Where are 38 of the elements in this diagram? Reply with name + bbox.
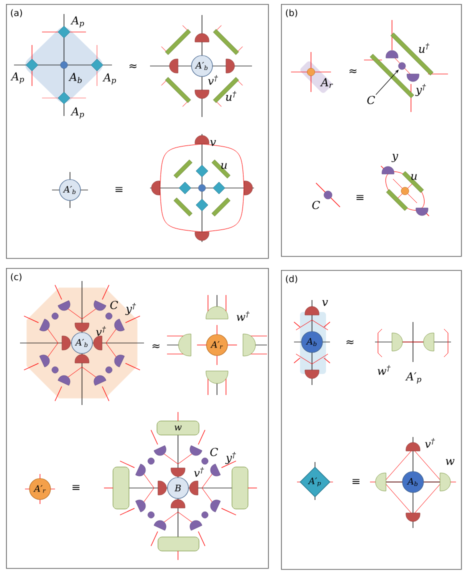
tensor-label: v$^{†}$ [208, 75, 218, 85]
tensor-label: v$^{†}$ [194, 467, 204, 477]
tensor-dot [398, 62, 406, 70]
tensor-label: y$^{†}$ [225, 452, 236, 464]
tensor-label: u [411, 174, 417, 180]
tensor-label: ≈ [152, 344, 160, 348]
tensor-label: w$^{†}$ [378, 365, 390, 375]
tensor-label: v [210, 140, 216, 146]
tensor-label: C [312, 200, 320, 210]
tensor-label: ≡ [356, 195, 364, 200]
tensor-label: u$^{†}$ [419, 43, 430, 53]
tensor-label: C [110, 300, 118, 310]
tensor-label: u$^{†}$ [226, 91, 236, 101]
tensor-label: u [221, 163, 227, 169]
tensor-label: ≡ [116, 187, 122, 192]
tensor-label: ≡ [72, 485, 80, 490]
tensor-label: A$_{r}$ [320, 78, 333, 88]
tensor-label: A$_{p}$ [102, 73, 116, 85]
tensor-label: A$_{b}$ [68, 72, 82, 84]
tensor-label: w$^{†}$ [236, 311, 250, 321]
tensor-label: v$^{†}$ [425, 438, 435, 448]
tensor-label: y$^{†}$ [415, 84, 426, 96]
tensor-label: A$_{p}$ [70, 16, 84, 28]
tensor-label: ≡ [352, 479, 360, 484]
tensor-label: ≈ [350, 69, 356, 74]
tensor-label: A$_{p}$ [10, 72, 24, 84]
tensor-label: w [446, 459, 454, 465]
tensor-label: y$^{†}$ [125, 302, 136, 316]
tensor-label: C [367, 96, 375, 104]
tensor-box: w [156, 420, 200, 436]
tensor-label: ≈ [130, 64, 136, 68]
tensor-label: A′$_{p}$ [405, 372, 422, 384]
tensor-label: ≈ [346, 340, 354, 344]
tensor-label: v [322, 300, 328, 306]
tensor-label: v$^{†}$ [96, 326, 106, 336]
tensor-label: C [210, 448, 218, 456]
tensor-label: y [391, 154, 398, 162]
tensor-label: A$_{p}$ [70, 107, 84, 119]
